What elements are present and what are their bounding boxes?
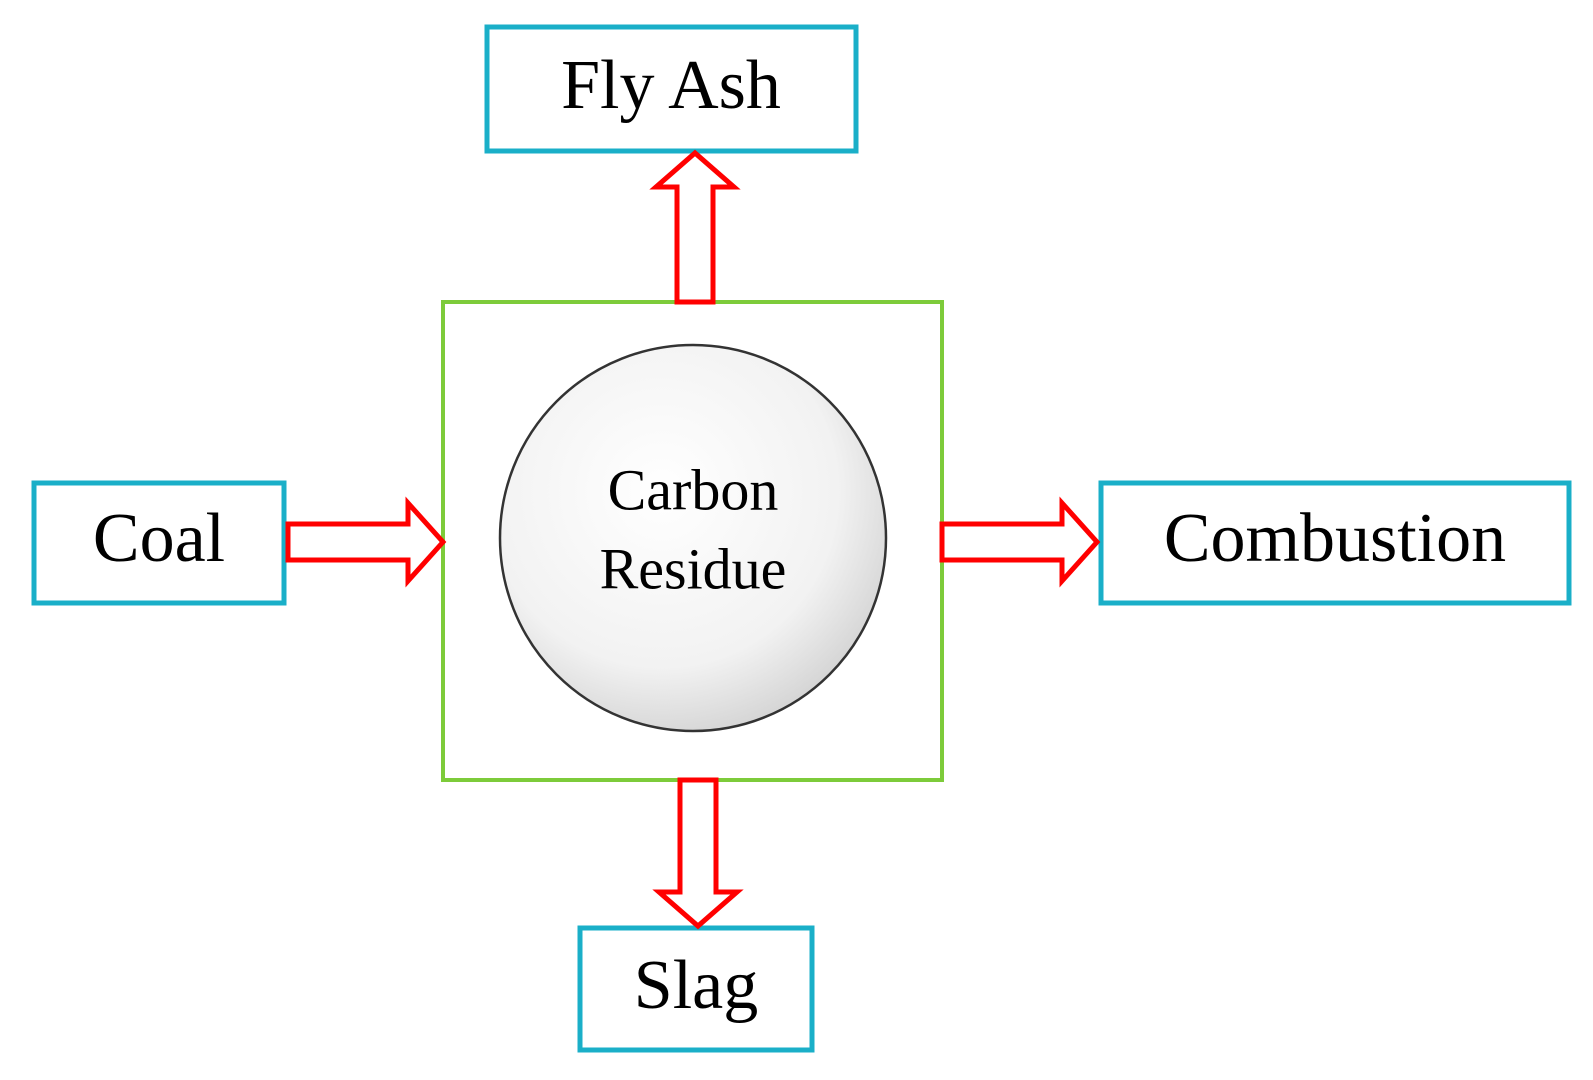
arrow-residue-to-combustion (939, 496, 1101, 588)
combustion-label: Combustion (1164, 500, 1506, 577)
arrow-residue-to-fly-ash (649, 149, 741, 305)
carbon-residue-label-line1: Carbon (608, 457, 779, 522)
combustion-box (1098, 480, 1572, 606)
arrow-coal-to-residue (285, 496, 447, 588)
coal-box (31, 480, 287, 606)
coal-label: Coal (93, 500, 225, 577)
fly-ash-box (484, 24, 859, 154)
carbon-residue-circle (498, 343, 888, 733)
slag-box (577, 925, 815, 1053)
carbon-residue-label-line2: Residue (600, 536, 787, 601)
slag-label: Slag (634, 947, 758, 1024)
arrow-residue-to-slag (652, 777, 744, 930)
fly-ash-label: Fly Ash (561, 47, 781, 124)
